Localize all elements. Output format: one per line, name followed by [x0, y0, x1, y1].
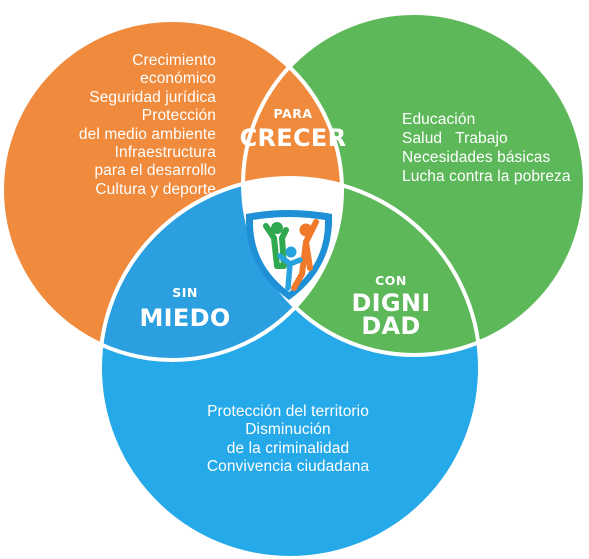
- para-crecer-items: Crecimiento económico Seguridad jurídica…: [40, 52, 216, 199]
- label-sin: SIN: [172, 285, 198, 300]
- sin-miedo-items: Protección del territorio Disminución de…: [170, 403, 406, 477]
- list-item: Protección: [141, 107, 216, 125]
- list-item: del medio ambiente: [78, 125, 216, 143]
- label-sin-miedo: SIN MIEDO: [120, 285, 250, 332]
- label-miedo: MIEDO: [139, 303, 231, 332]
- list-item: Seguridad jurídica: [89, 88, 216, 106]
- label-con-dignidad: CON DIGNI DAD: [338, 273, 444, 340]
- list-item: Cultura y deporte: [95, 180, 216, 198]
- list-item: económico: [140, 70, 216, 88]
- label-para: PARA: [273, 106, 313, 121]
- list-item: Crecimiento: [132, 52, 216, 69]
- family-figure-blue-icon: [277, 246, 303, 291]
- list-item: Protección del territorio: [207, 403, 369, 420]
- label-dad: DAD: [361, 311, 421, 340]
- family-figure-green-icon: [263, 222, 289, 269]
- family-shield-icon: [245, 210, 333, 300]
- list-item: Convivencia ciudadana: [206, 458, 370, 476]
- label-digni: DIGNI: [351, 288, 431, 317]
- list-item: Educación: [402, 111, 476, 128]
- family-figure-orange-icon: [291, 219, 319, 291]
- list-item: para el desarrollo: [94, 162, 216, 180]
- list-item: Salud Trabajo: [402, 130, 508, 147]
- list-item: Lucha contra la pobreza: [402, 168, 571, 185]
- list-item: de la criminalidad: [226, 439, 350, 457]
- label-con: CON: [375, 273, 407, 288]
- con-dignidad-items: Educación Salud Trabajo Necesidades bási…: [402, 110, 577, 186]
- list-item: Disminución: [245, 421, 331, 439]
- list-item: Infraestructura: [114, 144, 216, 162]
- label-crecer: CRECER: [239, 123, 347, 152]
- circle-outlines: [0, 11, 587, 559]
- list-item: Necesidades básicas: [402, 149, 551, 166]
- label-para-crecer: PARA CRECER: [228, 106, 358, 152]
